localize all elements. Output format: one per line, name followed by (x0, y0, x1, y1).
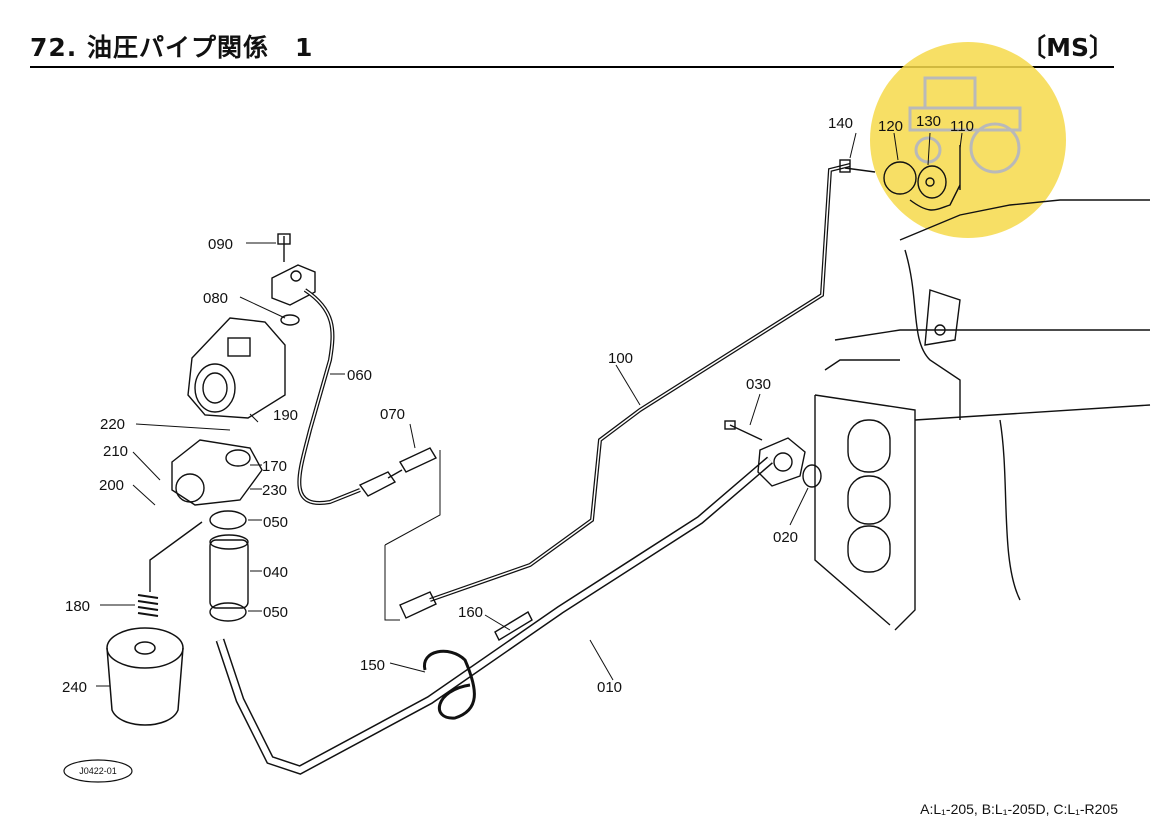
hose-assembly (149, 510, 249, 622)
fitting-100-end (399, 591, 437, 619)
label-230: 230 (262, 482, 287, 499)
label-080: 080 (203, 290, 228, 307)
label-090: 090 (208, 236, 233, 253)
label-150: 150 (360, 657, 385, 674)
label-120: 120 (878, 118, 903, 135)
pipe-flange-top (271, 233, 316, 326)
pipe-010 (215, 456, 773, 775)
label-010: 010 (597, 679, 622, 696)
label-070: 070 (380, 406, 405, 423)
label-030: 030 (746, 376, 771, 393)
label-020: 020 (773, 529, 798, 546)
fitting-070 (358, 447, 437, 497)
pump-housing (171, 317, 286, 506)
model-code: 〔MS〕 (1021, 33, 1114, 62)
label-060: 060 (347, 367, 372, 384)
spring-180 (137, 594, 159, 617)
pipe-060 (297, 288, 361, 506)
oil-filter-240 (106, 627, 184, 726)
drawing-code-badge: J0422-01 (63, 759, 133, 783)
label-240: 240 (62, 679, 87, 696)
label-050-upper: 050 (263, 514, 288, 531)
label-160: 160 (458, 604, 483, 621)
engine-block (814, 199, 1151, 631)
label-190: 190 (273, 407, 298, 424)
model-variants-note: A:L₁-205, B:L₁-205D, C:L₁-R205 (920, 801, 1118, 817)
label-220: 220 (100, 416, 125, 433)
clamp-160 (494, 611, 533, 641)
label-170: 170 (262, 458, 287, 475)
label-130: 130 (916, 113, 941, 130)
title-underline (30, 66, 1114, 68)
label-040: 040 (263, 564, 288, 581)
label-050-lower: 050 (263, 604, 288, 621)
top-fittings (839, 145, 961, 211)
watermark-logo (870, 42, 1066, 238)
label-180: 180 (65, 598, 90, 615)
label-200: 200 (99, 477, 124, 494)
label-140: 140 (828, 115, 853, 132)
banjo-020-030 (724, 420, 822, 488)
label-100: 100 (608, 350, 633, 367)
label-110: 110 (950, 118, 974, 135)
page-title: 72. 油圧パイプ関係 1 (30, 33, 314, 62)
drawing-code: J0422-01 (79, 766, 117, 776)
leader-lines (96, 132, 963, 687)
clamp-150 (423, 649, 476, 720)
label-210: 210 (103, 443, 128, 460)
